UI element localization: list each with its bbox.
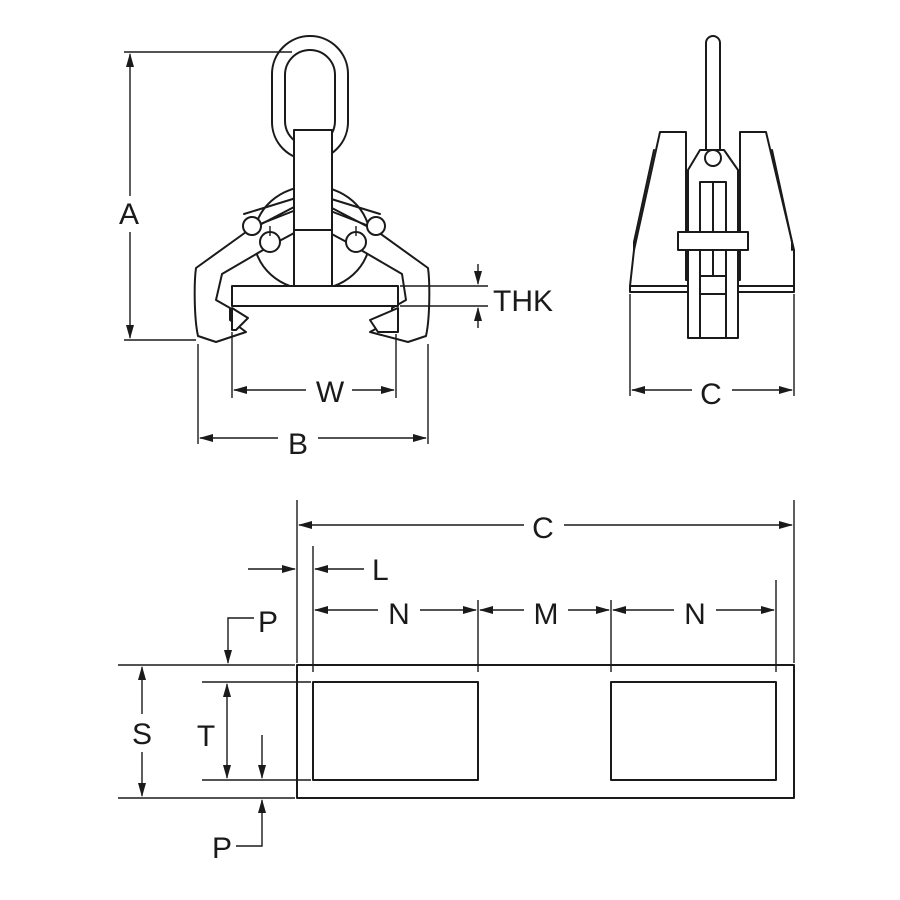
dimension-b: B xyxy=(197,344,429,461)
dim-label-p-bottom: P xyxy=(212,832,232,865)
dimension-t: T xyxy=(192,681,311,781)
dim-label-m: M xyxy=(534,598,559,631)
dimension-a: A xyxy=(112,51,292,341)
center-plate xyxy=(293,129,333,289)
dimension-thk: THK xyxy=(400,264,553,328)
dim-label-c-side: C xyxy=(700,378,722,411)
pin-icon xyxy=(242,216,262,236)
left-window xyxy=(312,681,479,781)
dim-label-s: S xyxy=(132,718,152,751)
front-view xyxy=(193,35,431,343)
load-plate xyxy=(231,285,399,307)
side-lifting-rod xyxy=(705,35,721,161)
side-view xyxy=(629,35,795,339)
dimension-s: S xyxy=(118,664,295,799)
dimension-p-bottom: P xyxy=(212,735,266,865)
dimension-l: L xyxy=(248,546,389,672)
dim-label-thk: THK xyxy=(493,285,553,318)
dim-label-n-right: N xyxy=(684,598,706,631)
dim-label-n-left: N xyxy=(388,598,410,631)
dim-label-l: L xyxy=(372,554,389,587)
right-window xyxy=(610,681,777,781)
pin-icon xyxy=(366,216,386,236)
dim-label-t: T xyxy=(197,720,215,753)
dimension-n-m-n: N M N xyxy=(314,580,777,672)
dimension-c-plan: C xyxy=(296,500,795,663)
dim-label-b: B xyxy=(288,428,308,461)
dim-label-a: A xyxy=(119,198,139,231)
dim-label-w: W xyxy=(316,376,345,409)
dimension-p-top: P xyxy=(224,606,278,664)
dimension-c-side: C xyxy=(629,294,795,411)
dim-label-p-top: P xyxy=(258,606,278,639)
plan-view xyxy=(296,664,795,799)
dim-label-c-plan: C xyxy=(532,512,554,545)
dimension-w: W xyxy=(231,332,397,409)
plate-outline xyxy=(296,664,795,799)
